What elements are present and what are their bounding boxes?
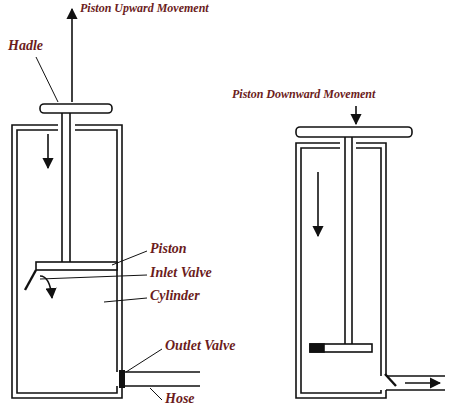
leader-line	[112, 251, 147, 265]
handle	[296, 127, 412, 137]
movement-arrow	[355, 106, 357, 124]
flow-arrow	[317, 172, 319, 236]
part-label: Hose	[165, 391, 195, 407]
leader-line	[36, 57, 58, 102]
cylinder-wall-outer	[12, 125, 122, 398]
part-label: Inlet Valve	[150, 265, 212, 281]
cylinder-wall-inner	[17, 130, 117, 393]
flow-arrow	[405, 382, 440, 384]
leader-line	[126, 349, 162, 372]
piston	[310, 344, 372, 352]
leader-line	[104, 298, 147, 302]
inlet-valve	[25, 270, 36, 290]
handle	[40, 104, 112, 113]
flow-arrow	[47, 134, 49, 168]
piston	[36, 262, 117, 270]
caption-label: Piston Upward Movement	[80, 2, 209, 16]
caption-label: Piston Downward Movement	[232, 88, 375, 102]
cylinder-wall-inner	[301, 148, 381, 393]
outlet-valve	[385, 374, 396, 386]
part-label: Hadle	[8, 38, 43, 54]
piston-rod	[345, 137, 352, 344]
leader-line	[40, 275, 147, 279]
cylinder-wall-outer	[296, 143, 386, 398]
part-label: Outlet Valve	[165, 338, 235, 354]
inlet-valve	[310, 344, 324, 352]
hose	[122, 372, 200, 386]
leader-line	[150, 388, 162, 400]
piston-rod	[62, 113, 70, 262]
outlet-valve	[119, 370, 125, 388]
movement-arrow	[71, 9, 73, 102]
part-label: Cylinder	[150, 288, 200, 304]
part-label: Piston	[150, 241, 187, 257]
